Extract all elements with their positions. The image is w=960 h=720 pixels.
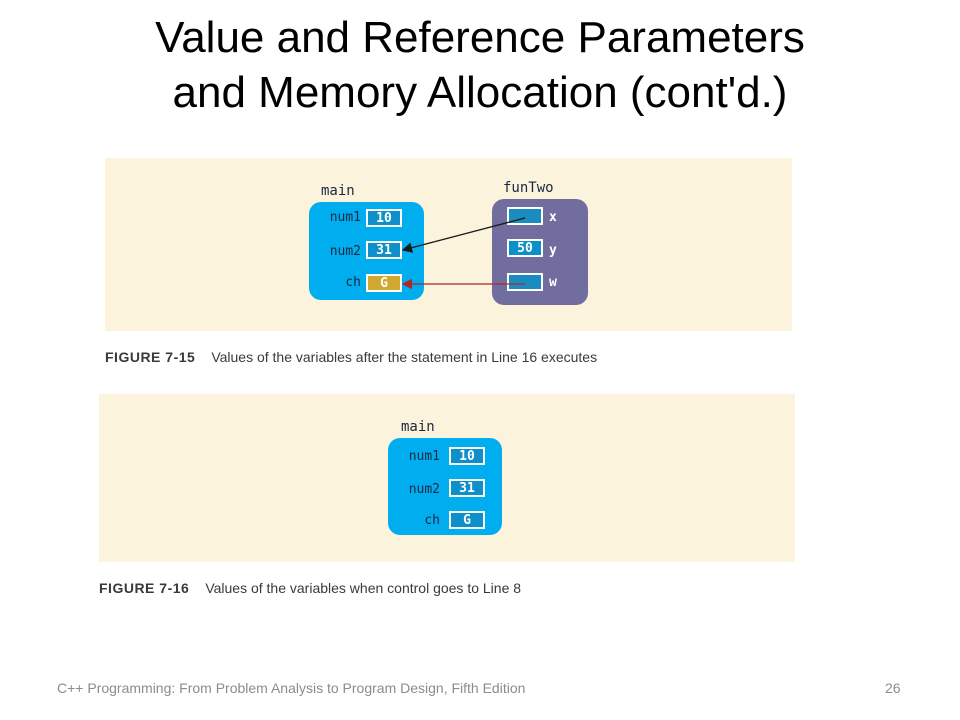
figure-7-15-caption-text: Values of the variables after the statem… bbox=[211, 349, 598, 365]
value-cell-num1-2: 10 bbox=[449, 447, 485, 465]
value-cell-num2: 31 bbox=[366, 241, 402, 259]
main-frame-label-2: main bbox=[401, 419, 435, 435]
slide-title: Value and Reference Parameters and Memor… bbox=[0, 10, 960, 120]
var-name-num2: num2 bbox=[329, 244, 361, 259]
figure-7-16-panel: main num1 num2 ch 10 31 G bbox=[99, 394, 795, 562]
var-name-x: x bbox=[549, 210, 557, 225]
arrow-x-to-num2 bbox=[401, 217, 526, 253]
var-name-w: w bbox=[549, 275, 557, 290]
var-name-ch-2: ch bbox=[424, 513, 440, 528]
funtwo-frame-label: funTwo bbox=[503, 180, 554, 196]
value-cell-ch-2: G bbox=[449, 511, 485, 529]
page-number: 26 bbox=[885, 680, 901, 696]
figure-7-15-caption: FIGURE 7-15 Values of the variables after… bbox=[105, 349, 597, 365]
var-name-num2-2: num2 bbox=[408, 482, 440, 497]
value-cell-num2-2: 31 bbox=[449, 479, 485, 497]
var-name-ch: ch bbox=[345, 275, 361, 290]
value-cell-y: 50 bbox=[507, 239, 543, 257]
figure-7-15-number: FIGURE 7-15 bbox=[105, 349, 196, 365]
var-name-num1: num1 bbox=[329, 210, 361, 225]
ref-cell-w bbox=[507, 273, 543, 291]
value-cell-num1: 10 bbox=[366, 209, 402, 227]
var-name-y: y bbox=[549, 243, 557, 258]
main-frame-label: main bbox=[321, 183, 355, 199]
title-line-1: Value and Reference Parameters bbox=[155, 13, 805, 62]
figure-7-16-number: FIGURE 7-16 bbox=[99, 580, 190, 596]
var-name-num1-2: num1 bbox=[408, 449, 440, 464]
value-cell-ch: G bbox=[366, 274, 402, 292]
title-line-2: and Memory Allocation (cont'd.) bbox=[172, 68, 788, 117]
figure-7-16-caption: FIGURE 7-16 Values of the variables when … bbox=[99, 580, 521, 596]
footer-book-title: C++ Programming: From Problem Analysis t… bbox=[57, 680, 526, 696]
reference-arrows bbox=[401, 217, 526, 290]
figure-7-15-panel: main num1 num2 ch 10 31 G funTwo 50 x y … bbox=[105, 158, 792, 331]
figure-7-16-caption-text: Values of the variables when control goe… bbox=[205, 580, 522, 596]
